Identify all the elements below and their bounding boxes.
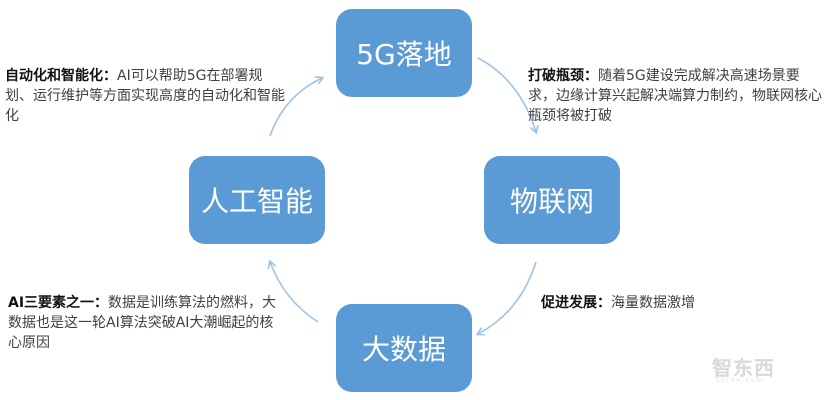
- node-iot: 物联网: [484, 156, 620, 244]
- note-automation-title: 自动化和智能化：: [5, 68, 117, 84]
- arrow-right-to-bottom: [478, 261, 537, 334]
- note-ai-element-body: 数据是训练算法的燃料，大数据也是这一轮AI算法突破AI大潮崛起的核心原因: [8, 295, 277, 351]
- node-iot-label: 物联网: [509, 185, 594, 218]
- watermark-logo: 智东西: [712, 356, 775, 380]
- node-5g: 5G落地: [336, 9, 472, 97]
- note-automation: 自动化和智能化：AI可以帮助5G在部署规划、运行维护等方面实现高度的自动化和智能…: [5, 66, 290, 126]
- arrow-left-to-top: [269, 78, 322, 137]
- node-bigdata: 大数据: [336, 304, 472, 392]
- note-promote-body: 海量数据激增: [611, 295, 695, 311]
- arrow-bottom-to-left: [270, 262, 319, 323]
- note-ai-element-title: AI三要素之一：: [8, 295, 109, 311]
- note-bottleneck: 打破瓶颈：随着5G建设完成解决高速场景要求，边缘计算兴起解决端算力制约，物联网核…: [528, 66, 826, 126]
- watermark-url: zhidx.com: [716, 377, 765, 384]
- note-ai-element: AI三要素之一：数据是训练算法的燃料，大数据也是这一轮AI算法突破AI大潮崛起的…: [8, 293, 278, 353]
- node-ai-label: 人工智能: [200, 185, 313, 218]
- node-bigdata-label: 大数据: [361, 333, 446, 366]
- node-5g-label: 5G落地: [356, 38, 452, 71]
- note-promote-title: 促进发展：: [541, 295, 611, 311]
- note-automation-body: AI可以帮助5G在部署规划、运行维护等方面实现高度的自动化和智能化: [5, 68, 285, 124]
- arrow-top-to-right: [477, 57, 536, 132]
- note-promote: 促进发展：海量数据激增: [541, 293, 781, 313]
- node-ai: 人工智能: [189, 156, 325, 244]
- note-bottleneck-body: 随着5G建设完成解决高速场景要求，边缘计算兴起解决端算力制约，物联网核心瓶颈将被…: [528, 68, 822, 124]
- note-bottleneck-title: 打破瓶颈：: [528, 68, 598, 84]
